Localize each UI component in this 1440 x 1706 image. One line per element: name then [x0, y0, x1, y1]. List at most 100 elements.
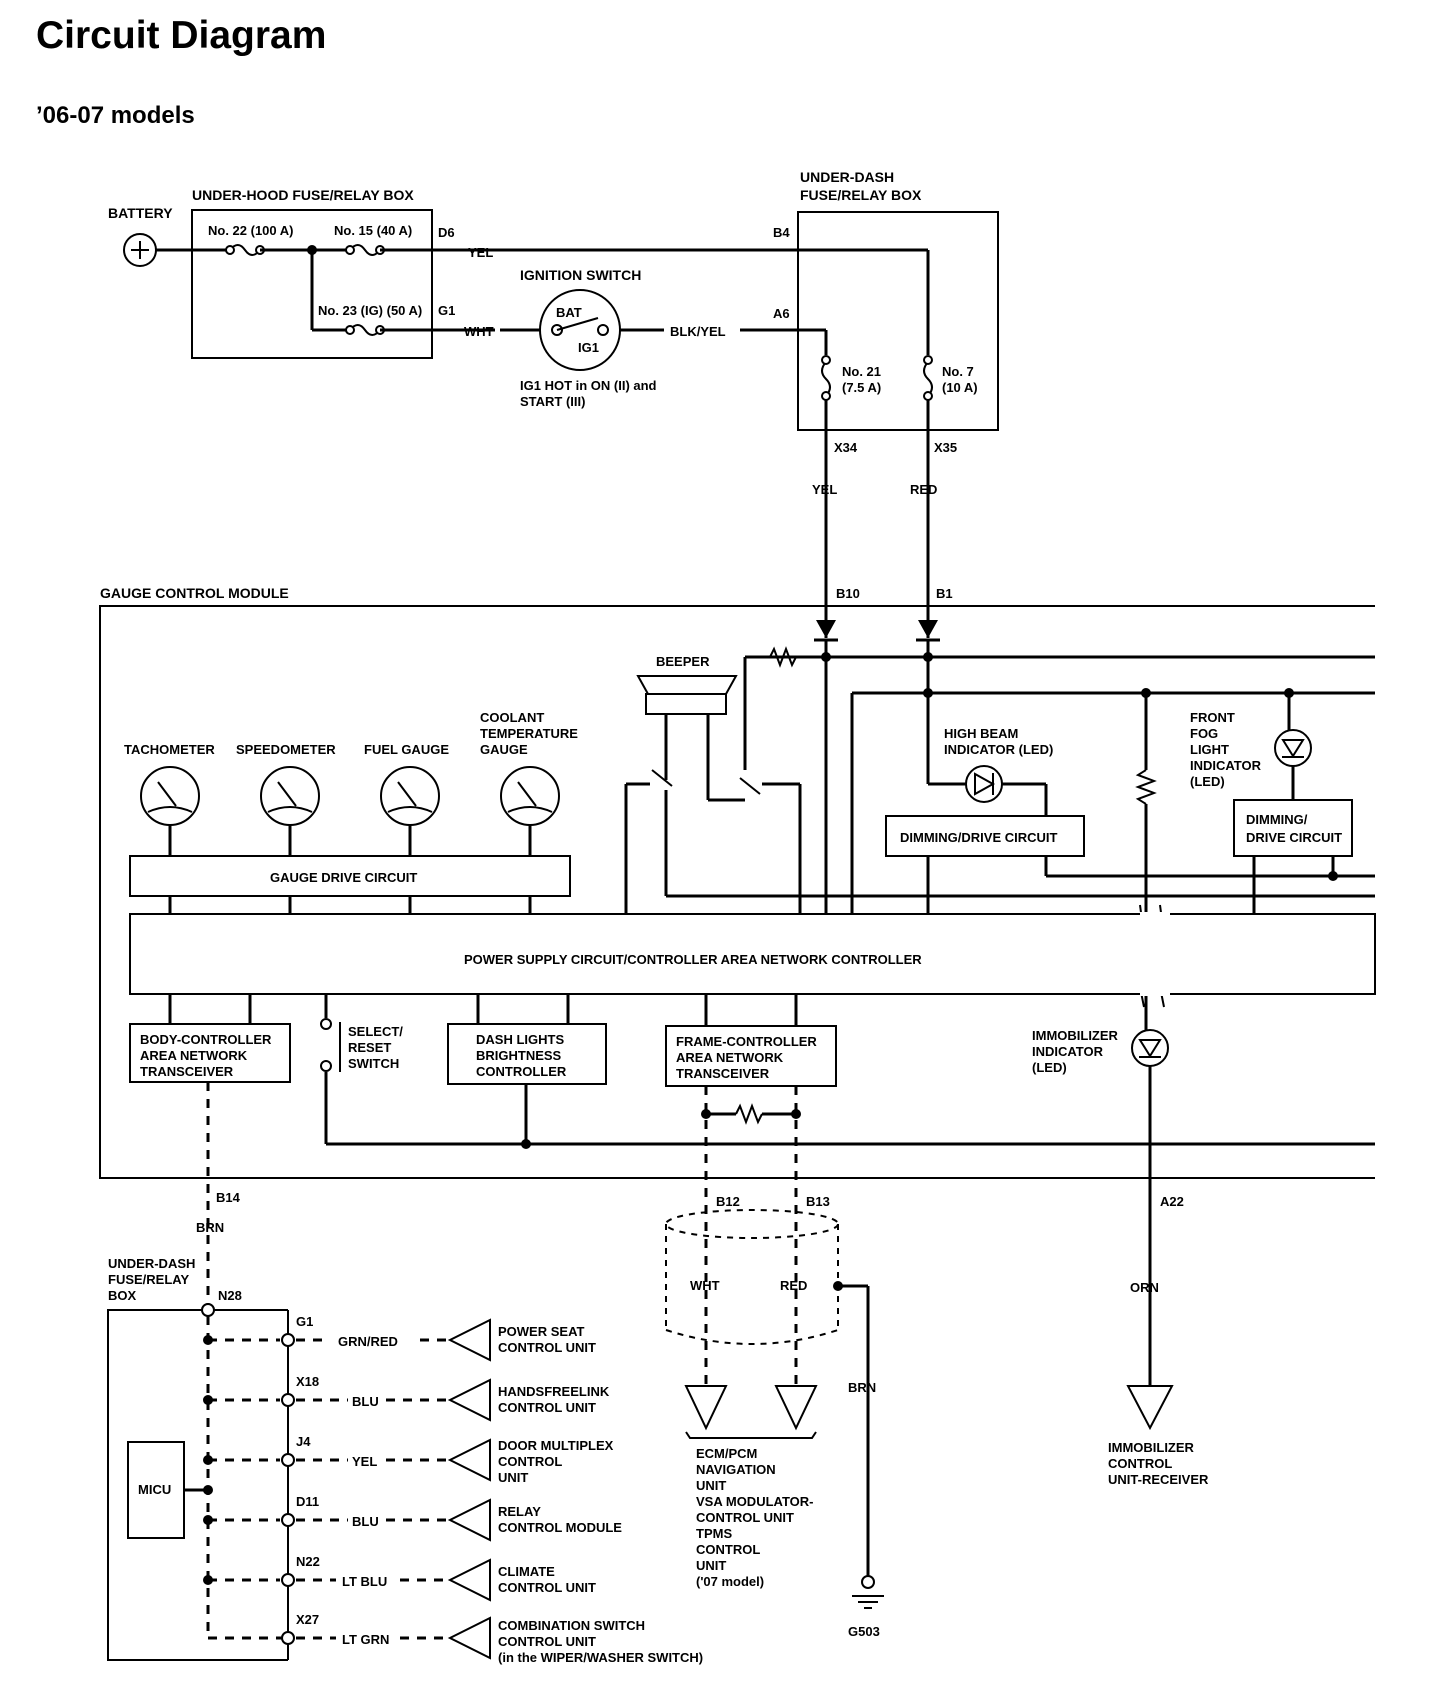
- fuse-7-label-1: No. 7: [942, 364, 974, 379]
- lower-underdash-label-2: FUSE/RELAY: [108, 1272, 189, 1287]
- gauge-control-module-outline: [99, 605, 1375, 1179]
- tachometer-gauge: [140, 766, 200, 856]
- select-reset-switch: [320, 994, 341, 1144]
- connector-row-4: N22 LT BLU CLIMATE CONTROL UNIT: [203, 1554, 596, 1602]
- connector-wire-1: BLU: [352, 1394, 379, 1409]
- connector-wire-2: YEL: [352, 1454, 377, 1469]
- micu-label: MICU: [138, 1482, 171, 1497]
- frame-can-label-1: FRAME-CONTROLLER: [676, 1034, 817, 1049]
- imm-ctrl-label-3: UNIT-RECEIVER: [1108, 1472, 1209, 1487]
- fuse-23-symbol: [349, 324, 381, 336]
- door-multiplex-connector: [447, 1438, 491, 1482]
- body-can-label-3: TRANSCEIVER: [140, 1064, 234, 1079]
- pin-d6: D6: [438, 225, 455, 240]
- underdash-box-label-2: FUSE/RELAY BOX: [800, 187, 922, 203]
- pin-b1: B1: [936, 586, 953, 601]
- fuse-21-symbol: [821, 361, 831, 397]
- connector-unit-3-2: CONTROL MODULE: [498, 1520, 622, 1535]
- connector-pin-1: X18: [296, 1374, 319, 1389]
- dimming-drive-circuit-2: [1233, 799, 1353, 857]
- speedometer-gauge: [260, 766, 320, 856]
- ig1-note-line1: IG1 HOT in ON (II) and: [520, 378, 657, 393]
- page-subtitle: ’06-07 models: [36, 102, 195, 129]
- ecm-label-3: UNIT: [696, 1478, 726, 1493]
- underdash-fuse-box: [797, 211, 999, 431]
- pin-x35: X35: [934, 440, 957, 455]
- ignition-bat-label: BAT: [556, 305, 582, 320]
- ecm-label-7: CONTROL: [696, 1542, 760, 1557]
- pin-b12: B12: [716, 1194, 740, 1209]
- connector-unit-2-3: UNIT: [498, 1470, 528, 1485]
- lower-section: B14 BRN B12 B13 WHT RED BRN G503 ECM/PCM…: [107, 1082, 1209, 1665]
- ignition-ig1-label: IG1: [578, 340, 599, 355]
- gcm-title: GAUGE CONTROL MODULE: [100, 585, 289, 601]
- high-beam-label-2: INDICATOR (LED): [944, 742, 1053, 757]
- ecm-label-1: ECM/PCM: [696, 1446, 757, 1461]
- fuel-gauge-label: FUEL GAUGE: [364, 742, 449, 757]
- fuse-7-symbol: [923, 361, 933, 397]
- connector-unit-2-1: DOOR MULTIPLEX: [498, 1438, 614, 1453]
- wire-wht-can: WHT: [690, 1278, 720, 1293]
- wire-yel-top: YEL: [468, 245, 493, 260]
- fuse-22-symbol: [229, 244, 261, 256]
- connector-unit-5-2: CONTROL UNIT: [498, 1634, 596, 1649]
- ignition-switch-label: IGNITION SWITCH: [520, 267, 641, 283]
- front-fog-label-1: FRONT: [1190, 710, 1235, 725]
- connector-unit-3-1: RELAY: [498, 1504, 541, 1519]
- connector-pin-5: X27: [296, 1612, 319, 1627]
- gauge-control-module: GAUGE CONTROL MODULE B10 B1 BEEPER: [99, 585, 1376, 1386]
- lower-underdash-label-1: UNDER-DASH: [108, 1256, 195, 1271]
- shield-bottom: [665, 1329, 839, 1345]
- body-can-label-1: BODY-CONTROLLER: [140, 1032, 272, 1047]
- fuel-gauge: [380, 766, 440, 856]
- can-terminator-resistor: [735, 1103, 763, 1125]
- dimming-drive-circuit-1: [885, 815, 1085, 857]
- wire-wht-top: WHT: [464, 324, 494, 339]
- select-reset-label-1: SELECT/: [348, 1024, 403, 1039]
- wire-brn-b14: BRN: [196, 1220, 224, 1235]
- connector-unit-2-2: CONTROL: [498, 1454, 562, 1469]
- pin-b13: B13: [806, 1194, 830, 1209]
- connector-pin-0: G1: [296, 1314, 313, 1329]
- pin-x34: X34: [834, 440, 858, 455]
- ecm-label-6: TPMS: [696, 1526, 732, 1541]
- coolant-label-3: GAUGE: [480, 742, 528, 757]
- coolant-temperature-gauge: [500, 766, 560, 856]
- connector-unit-4-1: CLIMATE: [498, 1564, 555, 1579]
- fuse-21-label-2: (7.5 A): [842, 380, 881, 395]
- imm-ctrl-label-1: IMMOBILIZER: [1108, 1440, 1195, 1455]
- dash-lights-label-1: DASH LIGHTS: [476, 1032, 564, 1047]
- connector-wire-4: LT BLU: [342, 1574, 387, 1589]
- connector-unit-5-1: COMBINATION SWITCH: [498, 1618, 645, 1633]
- body-can-label-2: AREA NETWORK: [140, 1048, 248, 1063]
- pin-n28: N28: [218, 1288, 242, 1303]
- pin-b14: B14: [216, 1190, 241, 1205]
- connector-unit-5-3: (in the WIPER/WASHER SWITCH): [498, 1650, 703, 1665]
- underhood-box-label: UNDER-HOOD FUSE/RELAY BOX: [192, 187, 414, 203]
- tachometer-label: TACHOMETER: [124, 742, 215, 757]
- combination-switch-connector: [447, 1616, 491, 1660]
- connector-row-2: J4 YEL DOOR MULTIPLEX CONTROL UNIT: [203, 1434, 614, 1485]
- dimming-drive-2-label-2: DRIVE CIRCUIT: [1246, 830, 1342, 845]
- wire-blk-yel: BLK/YEL: [670, 324, 726, 339]
- ig1-note-line2: START (III): [520, 394, 585, 409]
- immobilizer-label-2: INDICATOR: [1032, 1044, 1104, 1059]
- frame-can-label-2: AREA NETWORK: [676, 1050, 784, 1065]
- dimming-drive-label-1: DIMMING/DRIVE CIRCUIT: [900, 830, 1058, 845]
- dimming-drive-2-label-1: DIMMING/: [1246, 812, 1308, 827]
- front-fog-label-5: (LED): [1190, 774, 1225, 789]
- micu-box: [127, 1441, 185, 1539]
- fuse-15-symbol: [349, 244, 381, 256]
- beeper-resistor: [745, 646, 826, 668]
- wire-yel-x34: YEL: [812, 482, 837, 497]
- imm-ctrl-label-2: CONTROL: [1108, 1456, 1172, 1471]
- lower-underdash-box: [107, 1309, 288, 1661]
- relay-control-connector: [447, 1498, 491, 1542]
- connector-row-1: X18 BLU HANDSFREELINK CONTROL UNIT: [203, 1374, 610, 1422]
- wire-red-can: RED: [780, 1278, 807, 1293]
- lower-underdash-label-3: BOX: [108, 1288, 137, 1303]
- pin-b10: B10: [836, 586, 860, 601]
- connector-unit-0-2: CONTROL UNIT: [498, 1340, 596, 1355]
- select-reset-label-3: SWITCH: [348, 1056, 399, 1071]
- connector-pin-4: N22: [296, 1554, 320, 1569]
